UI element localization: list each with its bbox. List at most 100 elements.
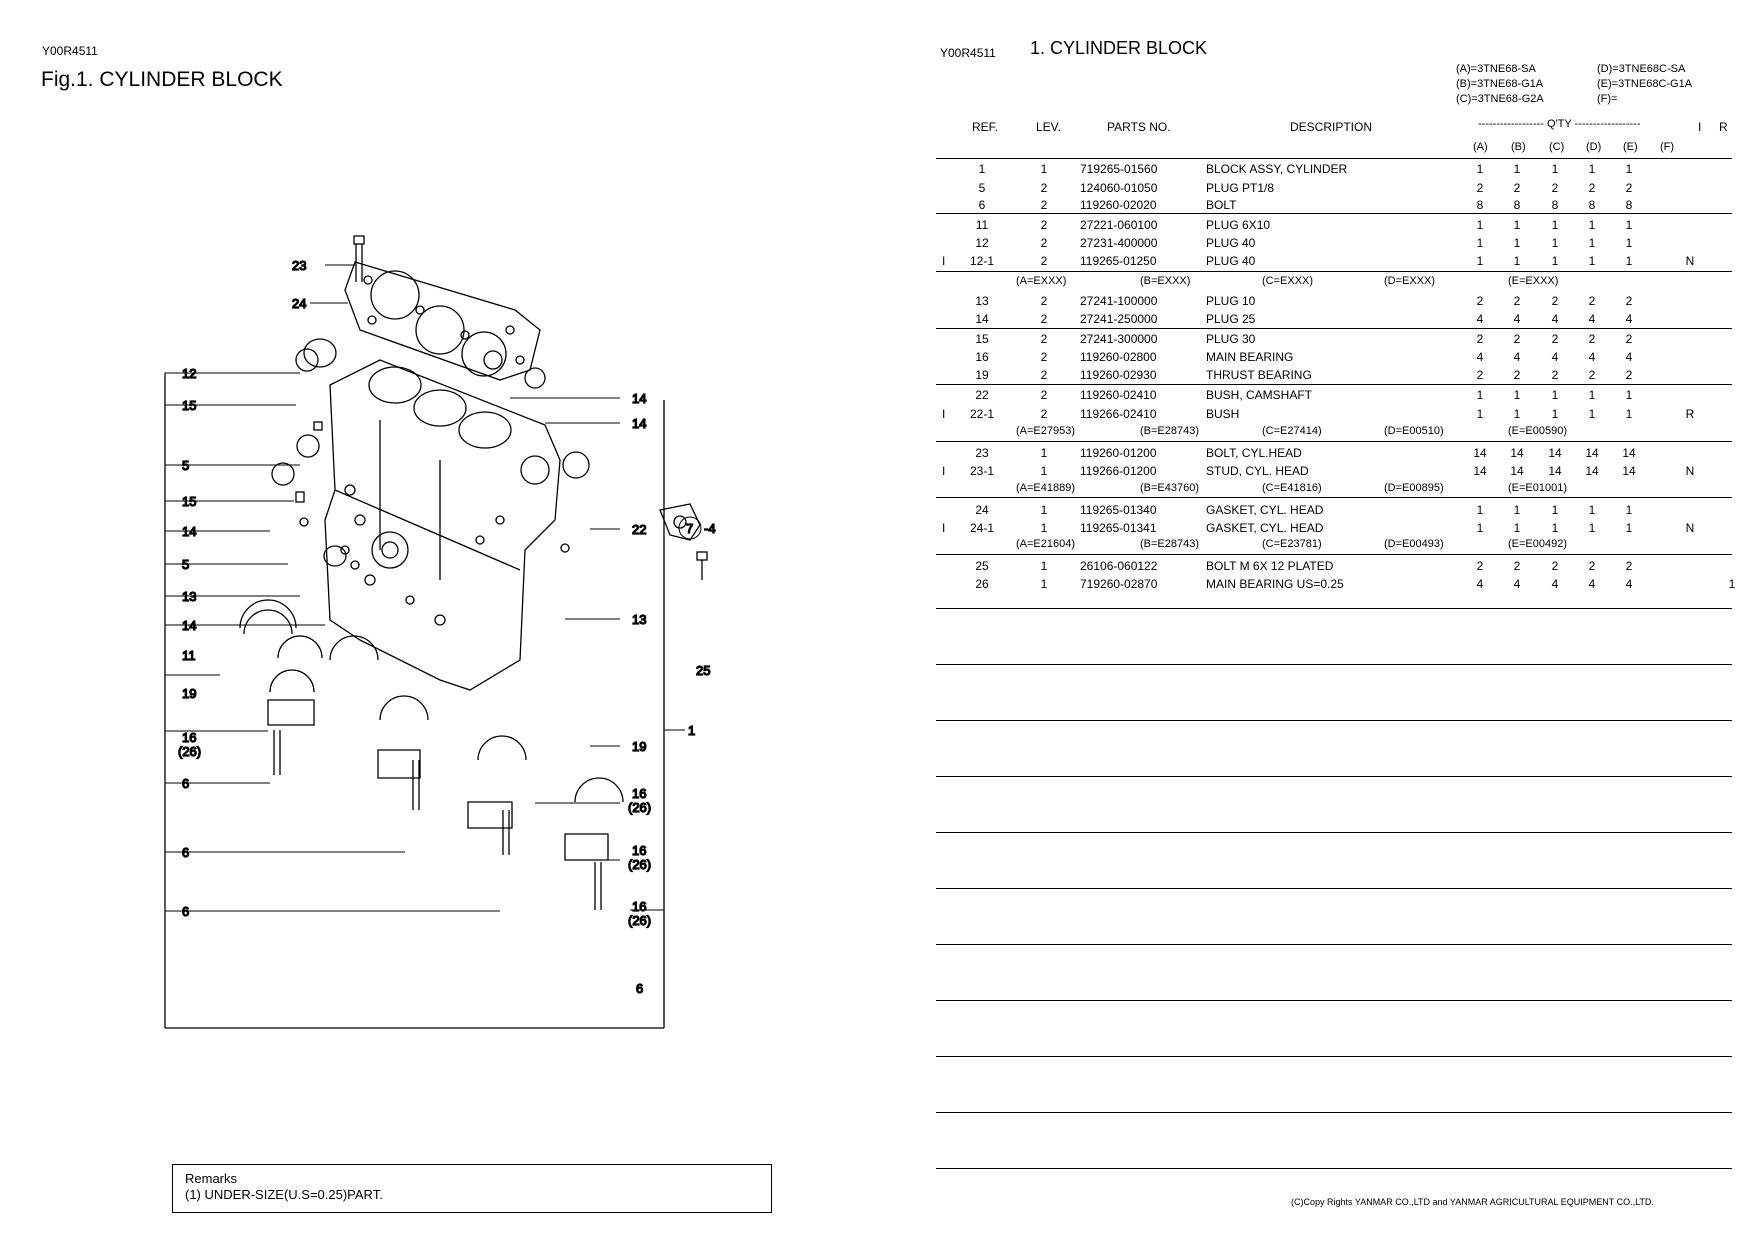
row-lev: 2 (1040, 388, 1048, 402)
row-qty: 1 (1625, 388, 1633, 402)
header-col-e: (E) (1623, 141, 1638, 153)
row-qty: 8 (1625, 198, 1633, 212)
row-qty: 1 (1588, 254, 1596, 268)
row-qty: 4 (1588, 312, 1596, 326)
row-qty: 8 (1588, 198, 1596, 212)
row-qty: 1 (1588, 218, 1596, 232)
row-parts-no: 27221-060100 (1080, 218, 1158, 232)
row-ref: 23-1 (969, 464, 995, 478)
row-qty: 2 (1588, 332, 1596, 346)
row-description: PLUG 30 (1206, 332, 1256, 346)
table-divider (936, 776, 1732, 777)
row-ref: 16 (975, 350, 989, 364)
row-parts-no: 27241-300000 (1080, 332, 1158, 346)
row-ref: 26 (975, 577, 989, 591)
row-qty: 14 (1510, 464, 1524, 478)
callout-26b: (26) (628, 800, 651, 815)
serial-note: (E=E01001) (1508, 482, 1568, 494)
row-qty: 4 (1625, 577, 1633, 591)
model-e: (E)=3TNE68C-G1A (1597, 78, 1693, 90)
table-divider (936, 720, 1732, 721)
serial-note: (C=E41816) (1262, 482, 1322, 494)
main-bearing-shapes (239, 599, 624, 803)
row-qty: 2 (1513, 332, 1521, 346)
camshaft-bush-shape (562, 451, 590, 479)
row-description: THRUST BEARING (1206, 368, 1312, 382)
callout-14a: 14 (182, 524, 196, 539)
row-qty: 1 (1476, 388, 1484, 402)
callout-13b: 13 (632, 612, 646, 627)
row-ref: 5 (978, 181, 986, 195)
row-qty: 4 (1476, 312, 1484, 326)
row-qty: 4 (1625, 350, 1633, 364)
row-qty: 1 (1625, 254, 1633, 268)
row-r-flag: 1 (1728, 577, 1736, 591)
row-description: BOLT (1206, 198, 1237, 212)
cylinder-block-shape (324, 359, 561, 691)
row-qty: 2 (1588, 368, 1596, 382)
row-qty: 2 (1476, 332, 1484, 346)
row-lev: 2 (1040, 181, 1048, 195)
row-lev: 2 (1040, 294, 1048, 308)
row-qty: 1 (1513, 236, 1521, 250)
callout-24: 24 (292, 296, 306, 311)
callout-26a: (26) (178, 744, 201, 759)
row-qty: 2 (1625, 368, 1633, 382)
serial-note-row: (A=EXXX)(B=EXXX)(C=EXXX)(D=EXXX)(E=EXXX) (936, 275, 1732, 292)
row-qty: 1 (1588, 407, 1596, 421)
row-qty: 1 (1513, 503, 1521, 517)
copyright-notice: (C)Copy Rights YANMAR CO.,LTD and YANMAR… (1291, 1197, 1654, 1207)
row-qty: 1 (1551, 503, 1559, 517)
row-ref: 12 (975, 236, 989, 250)
row-qty: 1 (1513, 162, 1521, 176)
row-lev: 2 (1040, 236, 1048, 250)
row-description: BUSH, CAMSHAFT (1206, 388, 1313, 402)
row-qty: 14 (1548, 464, 1562, 478)
serial-note: (D=EXXX) (1384, 275, 1436, 287)
row-qty: 1 (1588, 236, 1596, 250)
row-parts-no: 119260-02800 (1080, 350, 1157, 364)
callout-16c: 16 (632, 843, 646, 858)
table-divider (936, 1112, 1732, 1113)
row-parts-no: 119266-01200 (1080, 464, 1157, 478)
row-ref: 13 (975, 294, 989, 308)
row-i-flag: I (942, 407, 946, 421)
row-i-flag: I (942, 521, 946, 535)
row-ref: 22-1 (969, 407, 995, 421)
model-b: (B)=3TNE68-G1A (1456, 78, 1544, 90)
row-qty: 4 (1551, 350, 1559, 364)
serial-note: (A=E41889) (1016, 482, 1076, 494)
row-qty: 14 (1473, 446, 1487, 460)
left-page-code: Y00R4511 (42, 44, 98, 58)
row-lev: 2 (1040, 218, 1048, 232)
row-ref: 23 (975, 446, 989, 460)
model-c: (C)=3TNE68-G2A (1456, 93, 1544, 105)
callout-22: 22 (632, 522, 646, 537)
row-description: PLUG 6X10 (1206, 218, 1271, 232)
row-description: PLUG 40 (1206, 254, 1256, 268)
row-qty: 4 (1588, 350, 1596, 364)
serial-note: (D=E00895) (1384, 482, 1444, 494)
row-qty: 4 (1513, 350, 1521, 364)
table-divider (936, 554, 1732, 555)
row-qty: 1 (1513, 407, 1521, 421)
right-page-code: Y00R4511 (940, 46, 996, 60)
callout-13a: 13 (182, 589, 196, 604)
row-qty: 1 (1513, 218, 1521, 232)
serial-note: (B=EXXX) (1140, 275, 1191, 287)
row-i-flag: I (942, 254, 946, 268)
row-description: BUSH (1206, 407, 1240, 421)
callout-16a: 16 (182, 730, 196, 745)
serial-note: (A=EXXX) (1016, 275, 1067, 287)
callout-16b: 16 (632, 786, 646, 801)
row-description: BOLT M 6X 12 PLATED (1206, 559, 1334, 573)
table-divider (936, 664, 1732, 665)
row-qty: 1 (1625, 218, 1633, 232)
row-qty: 8 (1476, 198, 1484, 212)
row-r-flag: N (1685, 464, 1695, 478)
row-qty: 4 (1588, 577, 1596, 591)
